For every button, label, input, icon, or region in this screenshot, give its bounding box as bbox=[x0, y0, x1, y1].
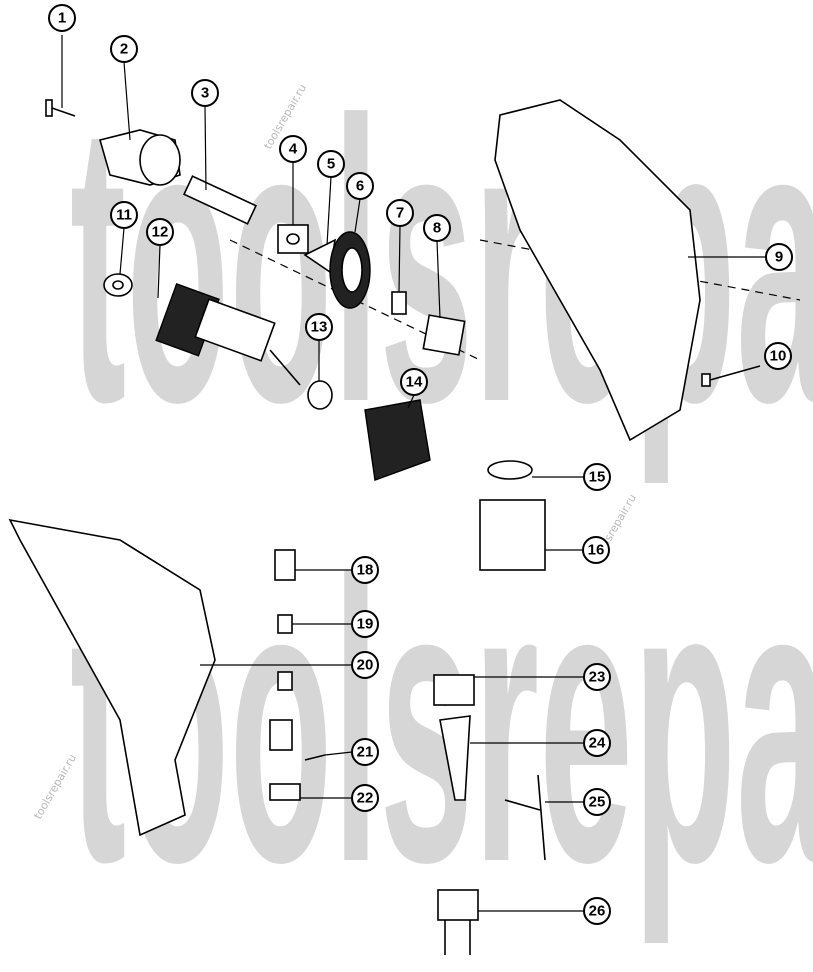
callout-22: 22 bbox=[300, 784, 379, 812]
part-cable-23 bbox=[433, 674, 475, 706]
svg-text:2: 2 bbox=[120, 41, 128, 58]
callout-5: 5 bbox=[317, 150, 345, 246]
callout-15: 15 bbox=[532, 463, 611, 491]
part-spindle bbox=[182, 175, 258, 225]
callout-10: 10 bbox=[764, 342, 792, 370]
part-brush-holder-18 bbox=[274, 549, 296, 581]
svg-text:12: 12 bbox=[152, 224, 169, 241]
svg-text:4: 4 bbox=[289, 141, 298, 158]
part-sleeve bbox=[422, 314, 466, 356]
svg-text:6: 6 bbox=[356, 178, 364, 195]
callout-11: 11 bbox=[110, 201, 138, 275]
svg-text:23: 23 bbox=[589, 669, 606, 686]
svg-text:9: 9 bbox=[775, 249, 783, 266]
callout-23: 23 bbox=[474, 663, 611, 691]
svg-text:5: 5 bbox=[327, 156, 335, 173]
part-screw-10 bbox=[701, 365, 761, 387]
callout-16: 16 bbox=[545, 536, 610, 564]
svg-text:26: 26 bbox=[589, 903, 606, 920]
callout-4: 4 bbox=[279, 135, 307, 225]
callout-19: 19 bbox=[292, 610, 379, 638]
svg-text:13: 13 bbox=[311, 319, 328, 336]
part-armature bbox=[155, 283, 301, 386]
part-brush-holder-20 bbox=[269, 719, 293, 751]
svg-text:25: 25 bbox=[589, 794, 606, 811]
part-bearing-small bbox=[103, 273, 133, 297]
callout-26: 26 bbox=[478, 897, 611, 925]
part-chuck bbox=[99, 129, 181, 186]
svg-text:8: 8 bbox=[433, 220, 441, 237]
part-switch bbox=[479, 499, 546, 571]
svg-text:20: 20 bbox=[357, 657, 374, 674]
part-wires bbox=[487, 460, 533, 480]
part-screw-1 bbox=[45, 99, 76, 117]
callout-8: 8 bbox=[423, 214, 451, 319]
callouts: 1 2 3 4 5 6 7 8 9 10 11 12 13 14 15 16 1… bbox=[48, 4, 793, 925]
part-clamp-22 bbox=[269, 783, 301, 801]
svg-text:1: 1 bbox=[58, 10, 66, 27]
part-bearing-13 bbox=[307, 380, 333, 410]
callout-7: 7 bbox=[386, 199, 414, 293]
svg-text:24: 24 bbox=[589, 735, 606, 752]
svg-text:10: 10 bbox=[770, 348, 787, 365]
part-brush-20 bbox=[277, 671, 293, 691]
callout-1: 1 bbox=[48, 4, 76, 108]
part-bearing bbox=[277, 224, 309, 254]
svg-text:7: 7 bbox=[396, 205, 404, 222]
svg-text:22: 22 bbox=[357, 790, 374, 807]
svg-text:11: 11 bbox=[116, 207, 132, 224]
callout-21: 21 bbox=[324, 738, 379, 766]
svg-text:15: 15 bbox=[589, 469, 606, 486]
part-key-25 bbox=[504, 774, 546, 861]
callout-13: 13 bbox=[305, 313, 333, 381]
svg-text:3: 3 bbox=[201, 85, 209, 102]
callout-12: 12 bbox=[146, 218, 174, 299]
callout-9: 9 bbox=[688, 243, 793, 271]
part-brush-19 bbox=[277, 614, 293, 634]
callout-20: 20 bbox=[200, 651, 379, 679]
part-plug-26 bbox=[437, 889, 479, 955]
callout-3: 3 bbox=[191, 79, 219, 191]
callout-2: 2 bbox=[110, 35, 138, 141]
part-gear bbox=[329, 231, 371, 309]
part-screw-21 bbox=[304, 754, 326, 761]
svg-text:14: 14 bbox=[406, 374, 423, 391]
part-stator bbox=[364, 399, 431, 481]
callout-14: 14 bbox=[400, 368, 428, 409]
svg-text:18: 18 bbox=[357, 562, 374, 579]
part-pin bbox=[391, 291, 407, 315]
callout-18: 18 bbox=[295, 556, 379, 584]
callout-24: 24 bbox=[470, 729, 611, 757]
part-cord-guard-24 bbox=[439, 715, 471, 801]
svg-text:16: 16 bbox=[588, 542, 605, 559]
svg-text:19: 19 bbox=[357, 616, 374, 633]
callout-6: 6 bbox=[346, 172, 374, 233]
svg-text:21: 21 bbox=[357, 744, 374, 761]
watermark-large-top: toolsrepa bbox=[70, 38, 813, 488]
part-housing bbox=[494, 99, 701, 442]
part-housing-left bbox=[8, 518, 216, 837]
callout-25: 25 bbox=[545, 788, 611, 816]
